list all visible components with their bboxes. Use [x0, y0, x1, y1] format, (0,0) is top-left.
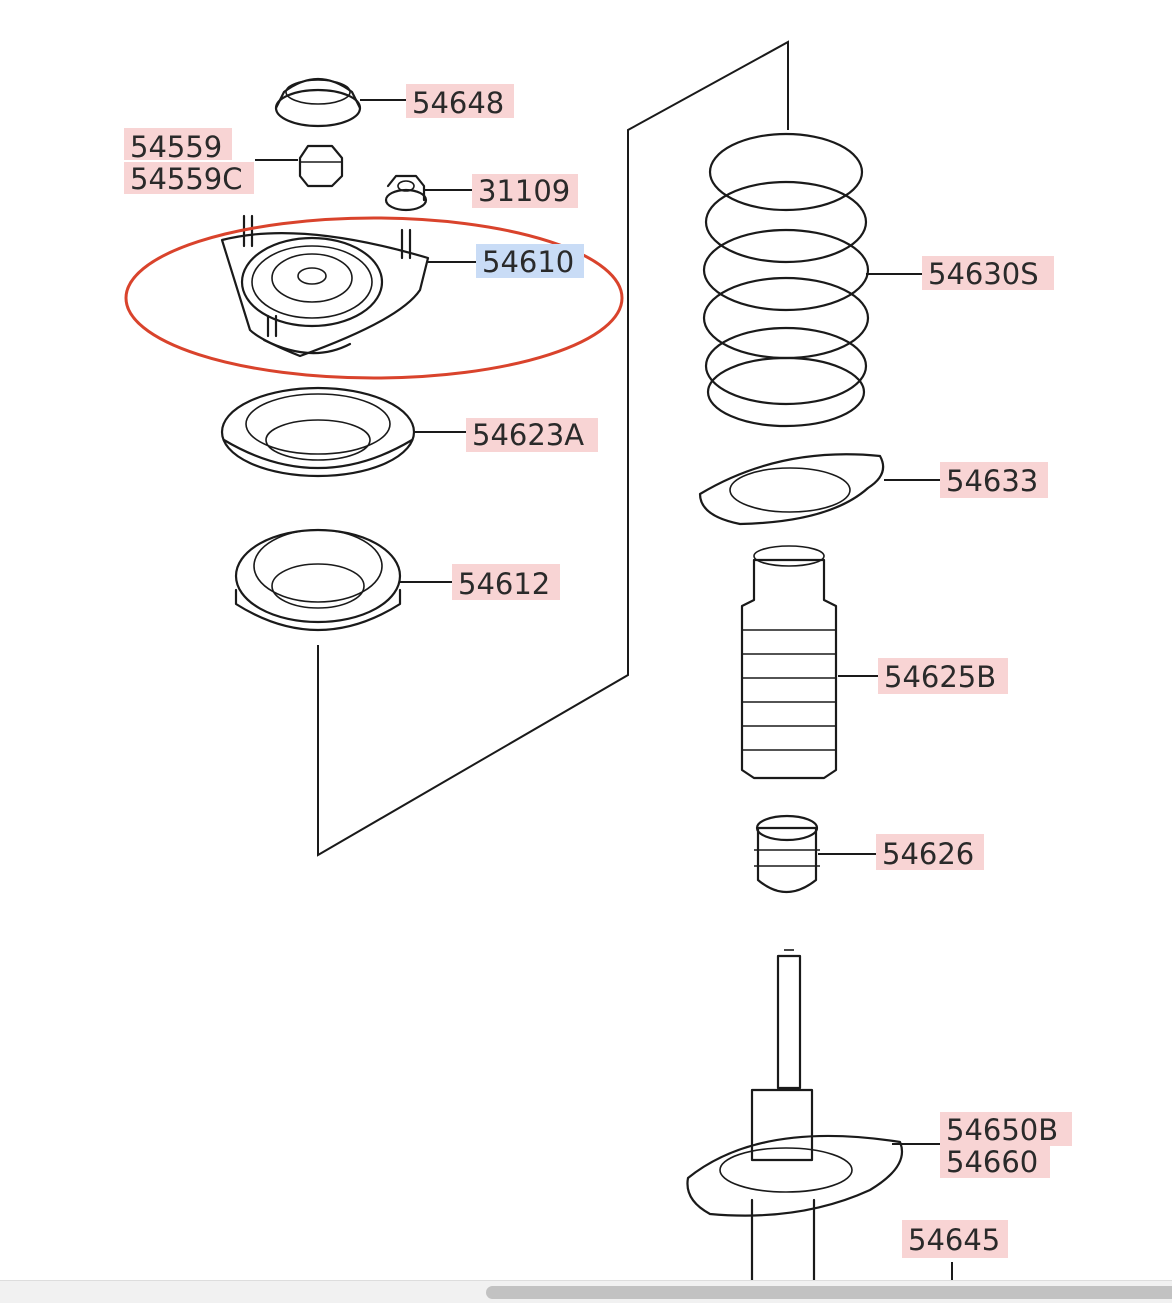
highlight-ellipse [124, 216, 624, 380]
callout-label: 54623A [472, 418, 584, 452]
callout-label: 54650B [946, 1113, 1058, 1147]
callout-54559C[interactable]: 54559C [124, 162, 254, 196]
part-54623A-insulator [220, 386, 466, 478]
callout-54645[interactable]: 54645 [902, 1220, 1008, 1258]
callout-54633[interactable]: 54633 [940, 462, 1048, 498]
part-54630S-coil-spring [702, 132, 922, 428]
callout-label: 54633 [946, 464, 1038, 498]
part-54633-spring-seat [698, 453, 940, 526]
callout-label: 31109 [478, 174, 570, 208]
callout-label: 54559 [130, 130, 222, 164]
part-31109-nut [384, 174, 472, 212]
callout-label: 54630S [928, 257, 1039, 291]
callout-label: 54559C [130, 162, 243, 196]
callout-label: 54660 [946, 1145, 1038, 1179]
scrollbar-thumb[interactable] [486, 1286, 1172, 1299]
part-54625B-dust-boot [740, 545, 878, 780]
part-54612-bearing [234, 528, 452, 632]
part-54559-nut [255, 144, 344, 188]
callout-54625B[interactable]: 54625B [878, 658, 1008, 694]
part-54610-strut-mount [220, 214, 476, 358]
callout-label: 54645 [908, 1223, 1000, 1257]
part-54626-bump-stopper [754, 814, 876, 893]
callout-label: 54610 [482, 245, 574, 279]
callout-54623A[interactable]: 54623A [466, 418, 598, 452]
callout-54648[interactable]: 54648 [406, 84, 514, 120]
callout-54559[interactable]: 54559 [124, 128, 232, 164]
callout-label: 54648 [412, 86, 504, 120]
callout-54660[interactable]: 54660 [940, 1145, 1050, 1179]
horizontal-scrollbar[interactable] [0, 1280, 1172, 1303]
callout-54610[interactable]: 54610 [476, 244, 584, 279]
callout-31109[interactable]: 31109 [472, 174, 578, 208]
callout-54626[interactable]: 54626 [876, 834, 984, 871]
callout-label: 54626 [882, 837, 974, 871]
callout-label: 54612 [458, 567, 550, 601]
assembly-bracket-lines [317, 40, 789, 857]
callout-54630S[interactable]: 54630S [922, 256, 1054, 291]
callout-54612[interactable]: 54612 [452, 564, 560, 601]
callout-label: 54625B [884, 660, 996, 694]
part-54650B-strut-assembly [686, 949, 953, 1280]
part-54648-dust-cap [274, 78, 406, 128]
callout-54650B[interactable]: 54650B [940, 1112, 1072, 1147]
